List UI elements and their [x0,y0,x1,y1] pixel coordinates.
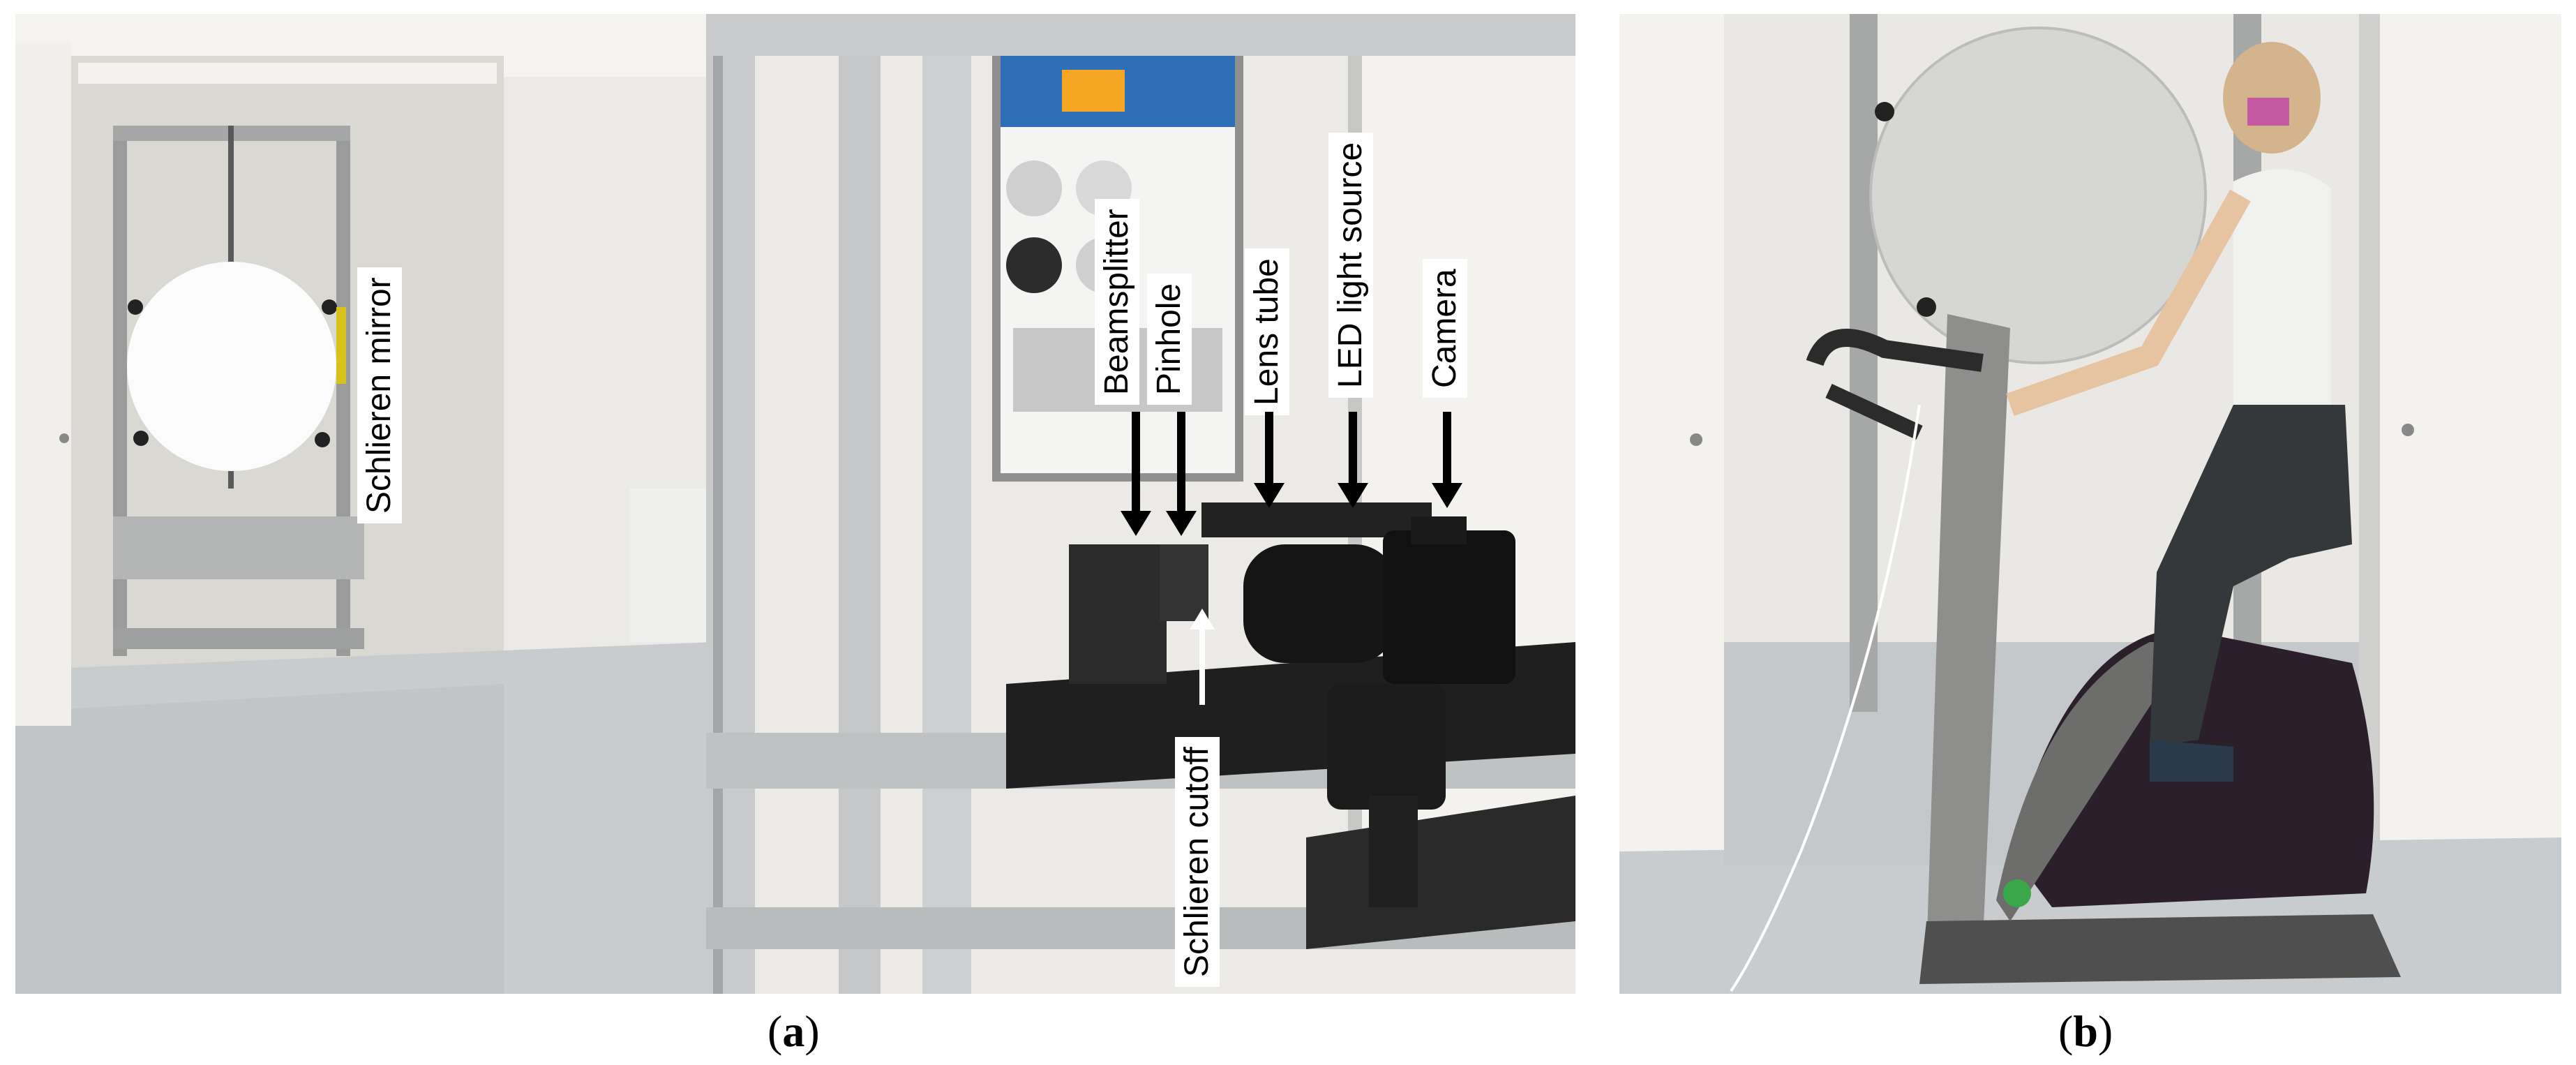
caption-b-open: ( [2058,1006,2074,1056]
photo-panel-b [1619,14,2561,994]
schlieren-mirror-label: Schlieren mirror [357,267,402,523]
photo-panel-a: Schlieren mirror Beamsplitter Pinhole Le… [15,14,1575,994]
pinhole-label: Pinhole [1147,273,1192,405]
pinhole-arrow [1166,412,1197,536]
caption-a: (a) [767,1004,820,1059]
lens-tube-label: Lens tube [1245,248,1289,415]
camera-arrow [1432,412,1462,508]
led-light-source-arrow [1338,412,1368,508]
caption-a-close: ) [804,1006,820,1056]
schlieren-cutoff-arrow [1190,609,1215,705]
camera-label: Camera [1423,259,1467,398]
beamsplitter-arrow [1121,412,1151,536]
caption-b-close: ) [2097,1006,2113,1056]
lens-tube-arrow [1254,412,1285,508]
caption-a-open: ( [767,1006,783,1056]
exercise-bike-photo [1619,14,2561,994]
caption-a-letter: a [782,1006,805,1056]
led-light-source-label: LED light source [1328,132,1373,398]
schlieren-cutoff-label: Schlieren cutoff [1175,737,1220,987]
beamsplitter-label: Beamsplitter [1095,199,1139,405]
caption-b: (b) [2058,1004,2113,1059]
schlieren-setup-photo [15,14,1575,994]
caption-b-letter: b [2073,1006,2098,1056]
